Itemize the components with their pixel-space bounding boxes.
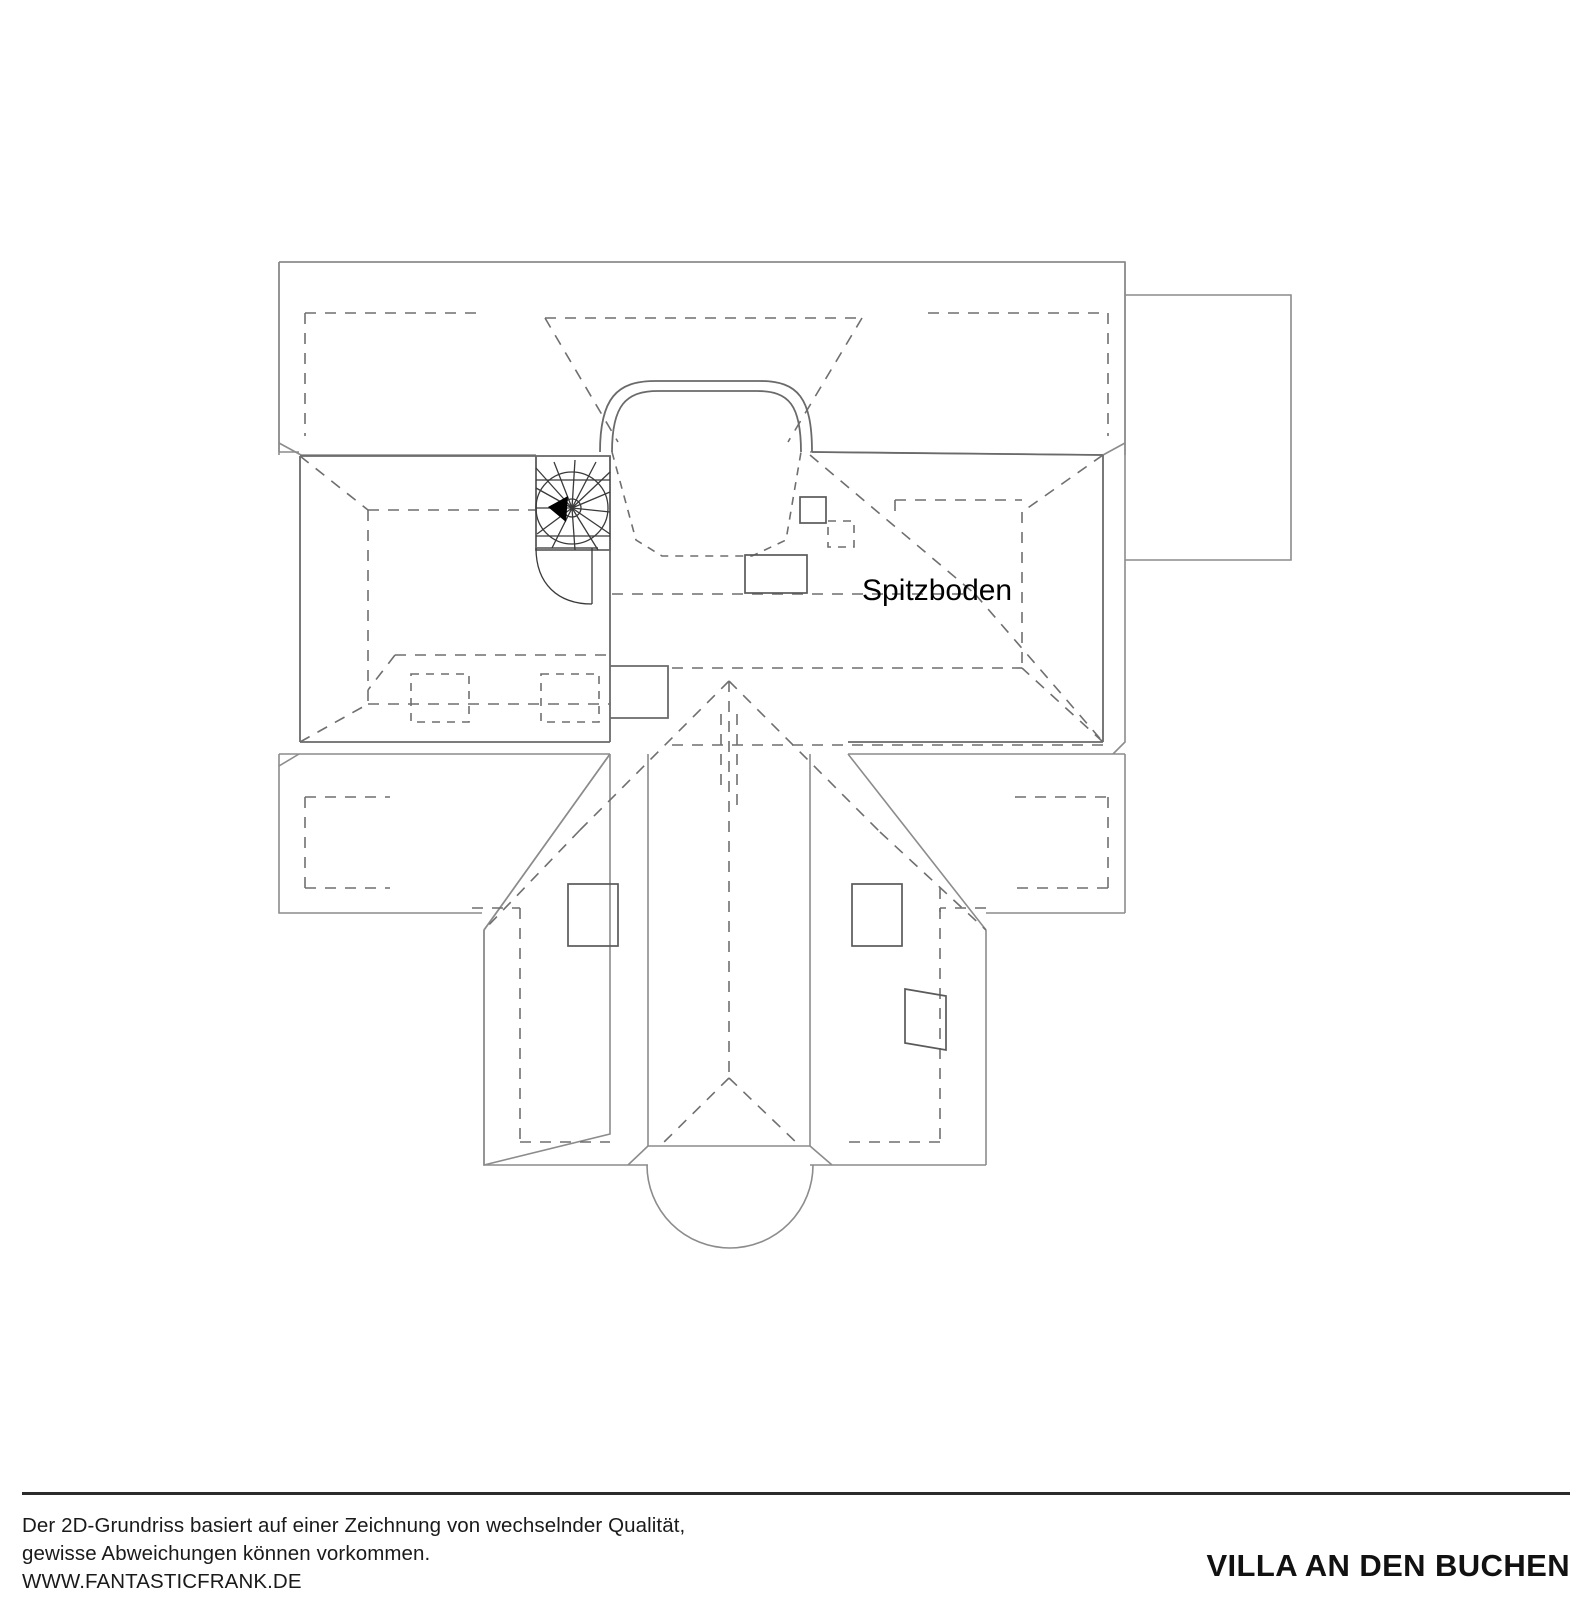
floor-plan-drawing: Spitzboden: [278, 261, 1292, 1249]
roof-features: [744, 496, 855, 594]
skylight-west: [567, 883, 619, 947]
south-wing-skylights: [567, 883, 947, 1052]
south-projection-outline: [483, 753, 987, 1166]
right-extension-wing: [1125, 294, 1292, 561]
footer-divider: [22, 1492, 1570, 1495]
room-label-spitzboden: Spitzboden: [862, 574, 1012, 607]
right-attic-hidden-lines: [612, 454, 1104, 746]
skylight-east-lower: [904, 987, 947, 1052]
chimney-small-dashed: [827, 520, 855, 548]
disclaimer-text: Der 2D-Grundriss basiert auf einer Zeich…: [22, 1512, 685, 1596]
south-projection-hidden-lines: [472, 680, 987, 1147]
disclaimer-line-1: Der 2D-Grundriss basiert auf einer Zeich…: [22, 1514, 686, 1537]
page-footer: Der 2D-Grundriss basiert auf einer Zeich…: [0, 1480, 1592, 1598]
website-url[interactable]: WWW.FANTASTICFRANK.DE: [22, 1570, 302, 1593]
left-attic-hidden-lines: [299, 455, 610, 743]
roof-hatch: [744, 554, 808, 594]
spiral-staircase-icon: [535, 455, 611, 605]
skylight-east: [851, 883, 903, 947]
floor-plan-canvas: Spitzboden: [278, 261, 1292, 1249]
north-roof-hidden-lines: [304, 312, 1109, 443]
brand-title: VILLA AN DEN BUCHEN: [1206, 1548, 1570, 1583]
central-rounded-dormer: [599, 380, 813, 557]
west-lower-wing: [278, 753, 610, 914]
stair-up-arrow-icon: [548, 496, 568, 522]
semicircular-canopy: [646, 1164, 814, 1249]
disclaimer-line-2: gewisse Abweichungen können vorkommen.: [22, 1542, 431, 1565]
north-roof-eaves: [278, 261, 1126, 456]
south-gable-projection: [483, 753, 811, 1167]
east-lower-wing: [848, 753, 1126, 914]
chimney-small-solid: [799, 496, 827, 524]
upper-roof-outline: [278, 261, 1126, 755]
